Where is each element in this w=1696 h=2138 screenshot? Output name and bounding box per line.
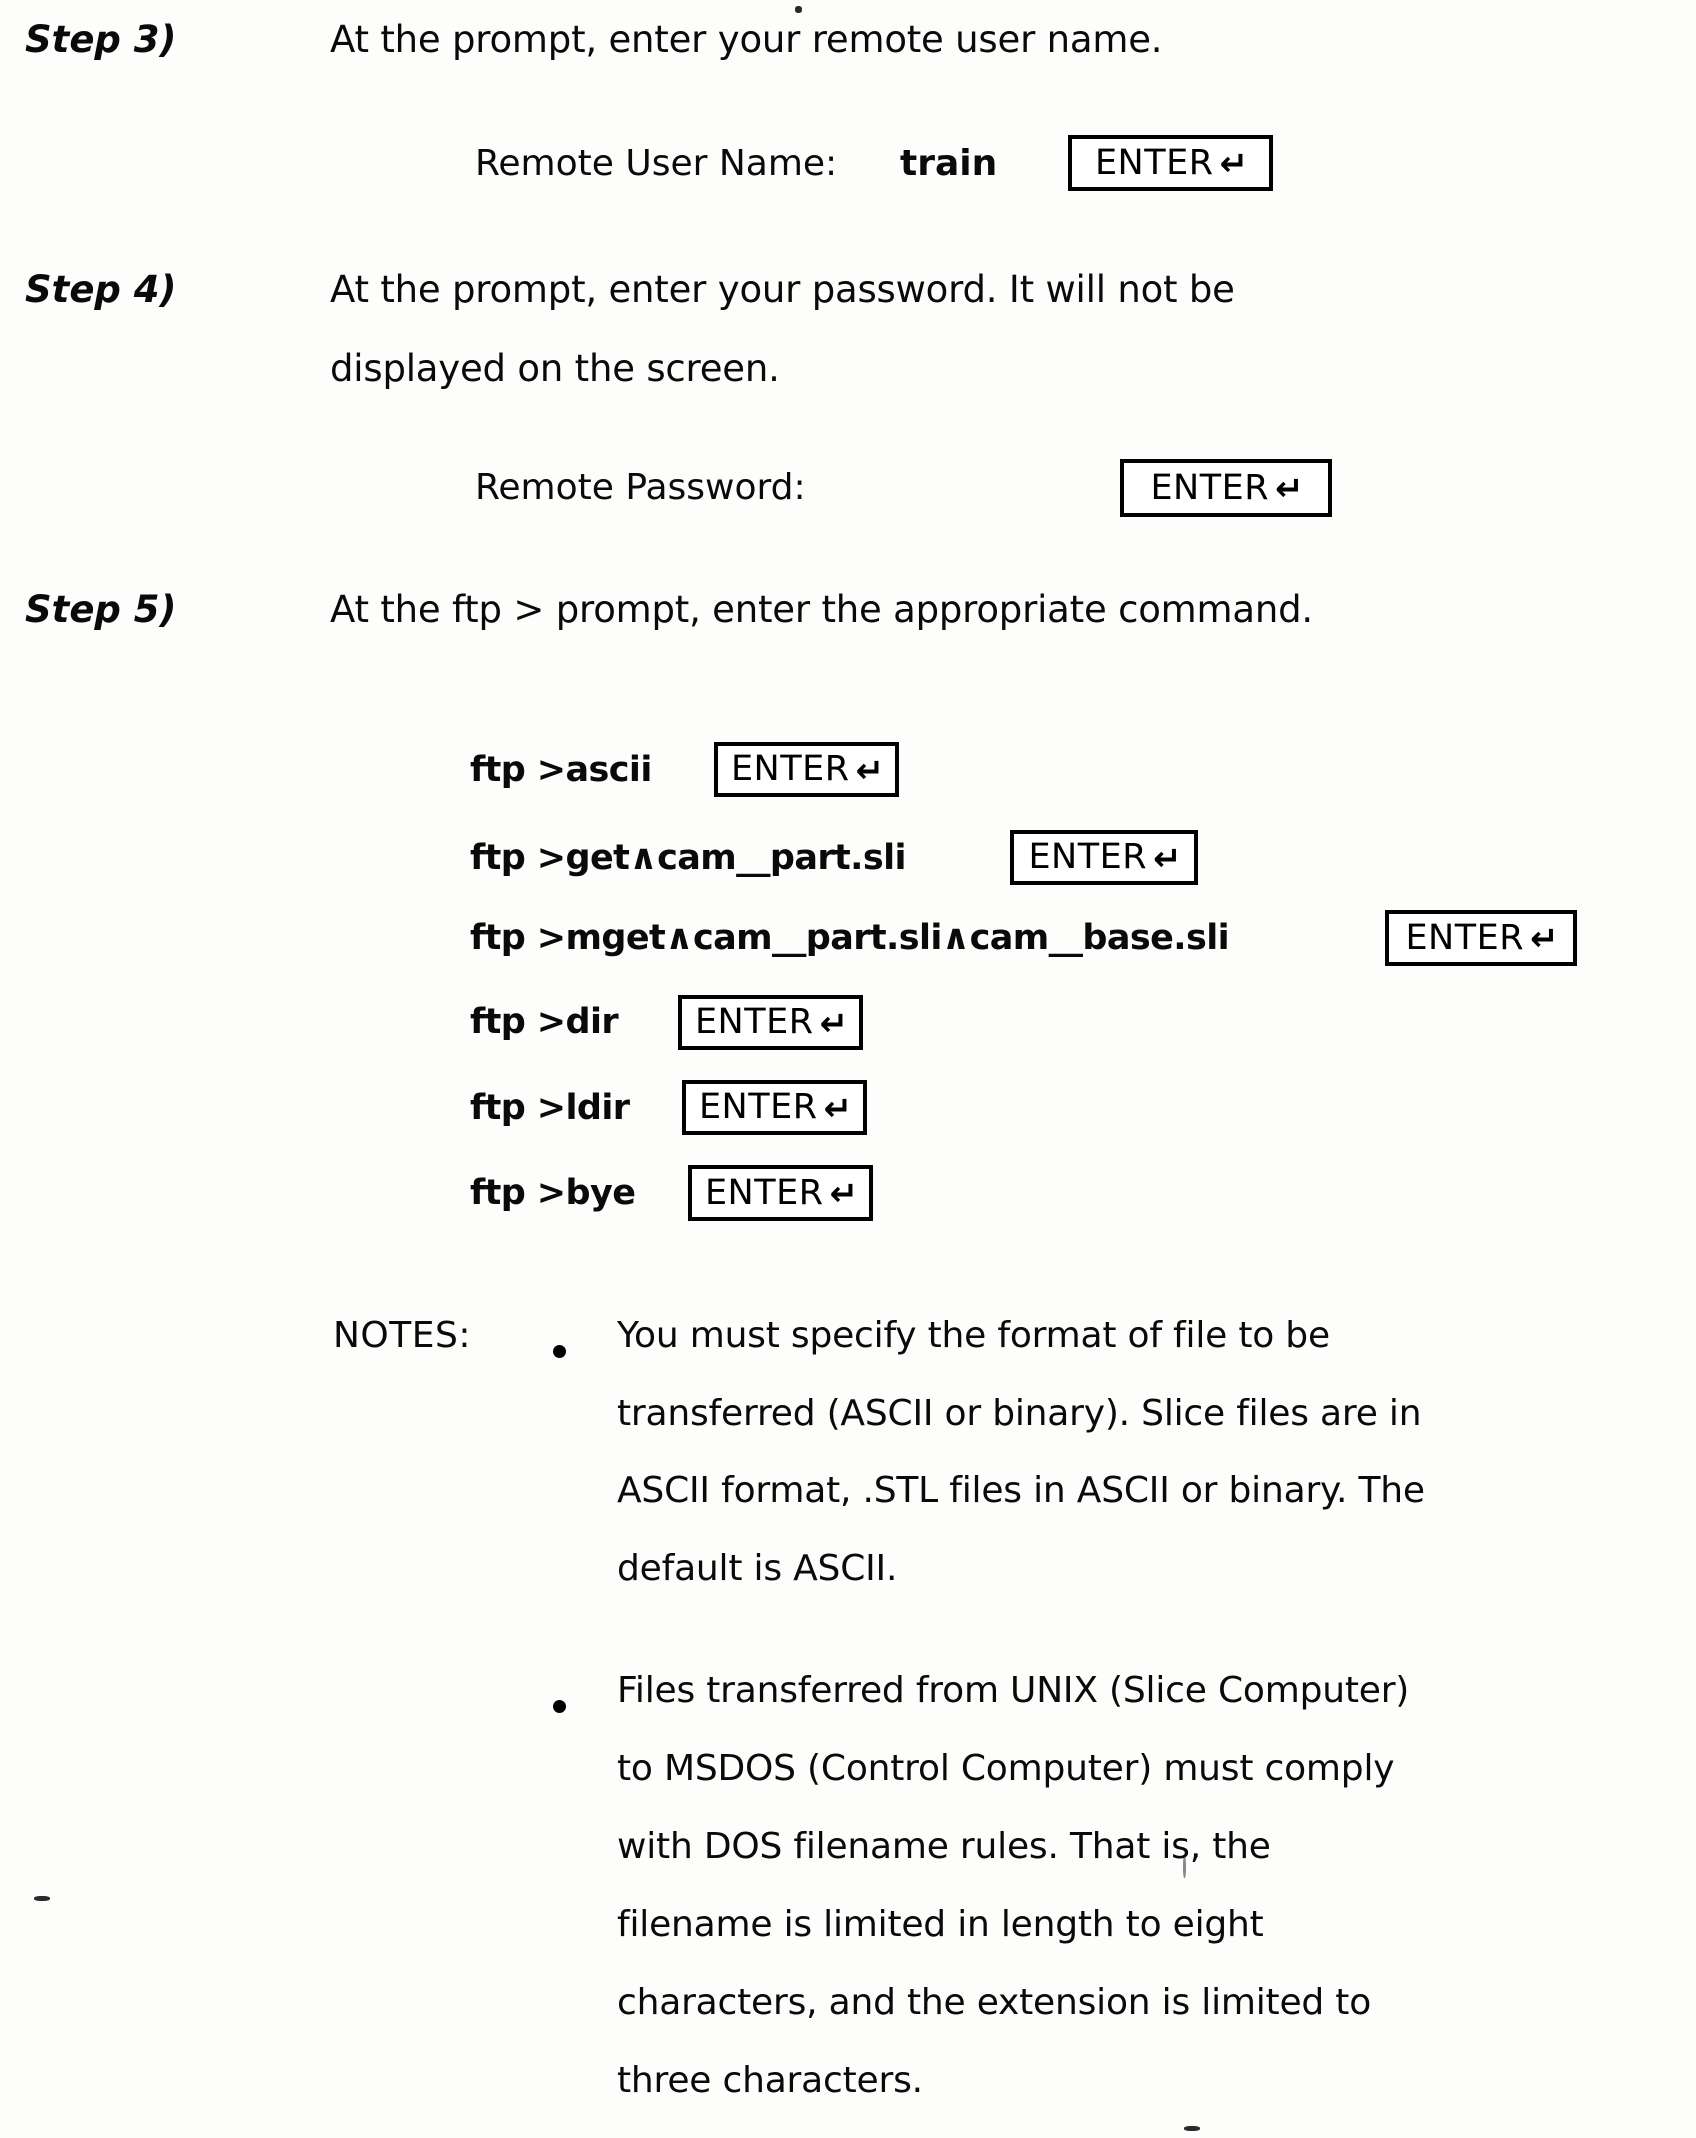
step-5-instruction-line-1: At the ftp > prompt, enter the appropria… xyxy=(330,588,1313,631)
step-4-instruction-line-2: displayed on the screen. xyxy=(330,347,780,390)
enter-key-label: ENTER xyxy=(1028,837,1148,877)
ftp-prompt-6: ftp > xyxy=(470,1173,566,1213)
enter-key-label: ENTER xyxy=(1405,917,1525,958)
note-1-line-1: You must specify the format of file to b… xyxy=(617,1315,1330,1356)
enter-key-label: ENTER xyxy=(698,1087,818,1127)
ftp-command-text-3: mget∧cam__part.sli∧cam__base.sli xyxy=(565,918,1230,958)
enter-return-arrow-icon: ↵ xyxy=(1275,469,1304,509)
remote-user-name-value: train xyxy=(900,143,998,184)
enter-key-remote-user-name[interactable]: ENTER ↵ xyxy=(1068,135,1273,191)
note-1-line-2: transferred (ASCII or binary). Slice fil… xyxy=(617,1393,1422,1434)
enter-key-ftp-bye[interactable]: ENTER ↵ xyxy=(688,1165,873,1221)
scan-speck xyxy=(1184,2126,1200,2131)
enter-key-label: ENTER xyxy=(694,1002,814,1042)
enter-key-ftp-dir[interactable]: ENTER ↵ xyxy=(678,995,863,1050)
scan-speck xyxy=(34,1896,50,1901)
ftp-prompt-5: ftp > xyxy=(470,1088,566,1128)
ftp-command-line-2: ftp >get∧cam__part.sli xyxy=(470,838,907,878)
enter-return-arrow-icon: ↵ xyxy=(855,750,885,791)
enter-key-label: ENTER xyxy=(1150,467,1270,508)
ftp-command-line-6: ftp >bye xyxy=(470,1173,636,1213)
note-2-line-4: filename is limited in length to eight xyxy=(617,1904,1264,1945)
notes-label: NOTES: xyxy=(333,1315,471,1356)
ftp-prompt-2: ftp > xyxy=(470,838,566,878)
enter-return-arrow-icon: ↵ xyxy=(1219,144,1249,184)
enter-key-ftp-ascii[interactable]: ENTER ↵ xyxy=(714,742,899,797)
enter-key-ftp-mget[interactable]: ENTER ↵ xyxy=(1385,910,1577,966)
enter-return-arrow-icon: ↵ xyxy=(829,1174,859,1214)
bullet-point-icon xyxy=(553,1700,566,1713)
step-5-label: Step 5) xyxy=(25,588,177,631)
step-3-instruction-line-1: At the prompt, enter your remote user na… xyxy=(330,18,1163,61)
ftp-prompt-1: ftp > xyxy=(470,750,566,790)
note-2-line-5: characters, and the extension is limited… xyxy=(617,1982,1372,2023)
scan-speck xyxy=(1183,1856,1186,1878)
remote-password-label: Remote Password: xyxy=(475,467,806,508)
note-2-line-1: Files transferred from UNIX (Slice Compu… xyxy=(617,1670,1410,1711)
ftp-command-line-3: ftp >mget∧cam__part.sli∧cam__base.sli xyxy=(470,918,1230,958)
step-4-label: Step 4) xyxy=(25,268,177,311)
step-4-instruction-line-1: At the prompt, enter your password. It w… xyxy=(330,268,1235,311)
note-2-line-2: to MSDOS (Control Computer) must comply xyxy=(617,1748,1395,1789)
bullet-point-icon xyxy=(553,1345,566,1358)
enter-key-label: ENTER xyxy=(730,749,850,789)
remote-user-name-label: Remote User Name: xyxy=(475,143,838,184)
ftp-prompt-4: ftp > xyxy=(470,1002,566,1042)
note-2-line-6: three characters. xyxy=(617,2060,923,2101)
scan-speck xyxy=(795,6,802,13)
enter-key-ftp-ldir[interactable]: ENTER ↵ xyxy=(682,1080,867,1135)
enter-key-remote-password[interactable]: ENTER ↵ xyxy=(1120,459,1332,517)
ftp-prompt-3: ftp > xyxy=(470,918,566,958)
enter-key-ftp-get[interactable]: ENTER ↵ xyxy=(1010,830,1198,885)
ftp-command-line-5: ftp >ldir xyxy=(470,1088,631,1128)
ftp-command-text-1: ascii xyxy=(565,750,653,790)
enter-return-arrow-icon: ↵ xyxy=(823,1088,853,1129)
ftp-command-text-2: get∧cam__part.sli xyxy=(565,838,907,878)
ftp-command-line-4: ftp >dir xyxy=(470,1002,619,1042)
note-1-line-3: ASCII format, .STL files in ASCII or bin… xyxy=(617,1470,1425,1511)
enter-key-label: ENTER xyxy=(704,1172,824,1213)
enter-return-arrow-icon: ↵ xyxy=(819,1003,849,1044)
ftp-command-text-6: bye xyxy=(565,1173,636,1213)
enter-key-label: ENTER xyxy=(1094,142,1214,183)
enter-return-arrow-icon: ↵ xyxy=(1153,838,1182,879)
enter-return-arrow-icon: ↵ xyxy=(1530,919,1559,959)
ftp-command-text-4: dir xyxy=(565,1002,619,1042)
ftp-command-line-1: ftp >ascii xyxy=(470,750,652,790)
ftp-command-text-5: ldir xyxy=(565,1088,631,1128)
note-1-line-4: default is ASCII. xyxy=(617,1548,898,1589)
note-2-line-3: with DOS filename rules. That is, the xyxy=(617,1826,1271,1867)
step-3-label: Step 3) xyxy=(25,18,177,61)
